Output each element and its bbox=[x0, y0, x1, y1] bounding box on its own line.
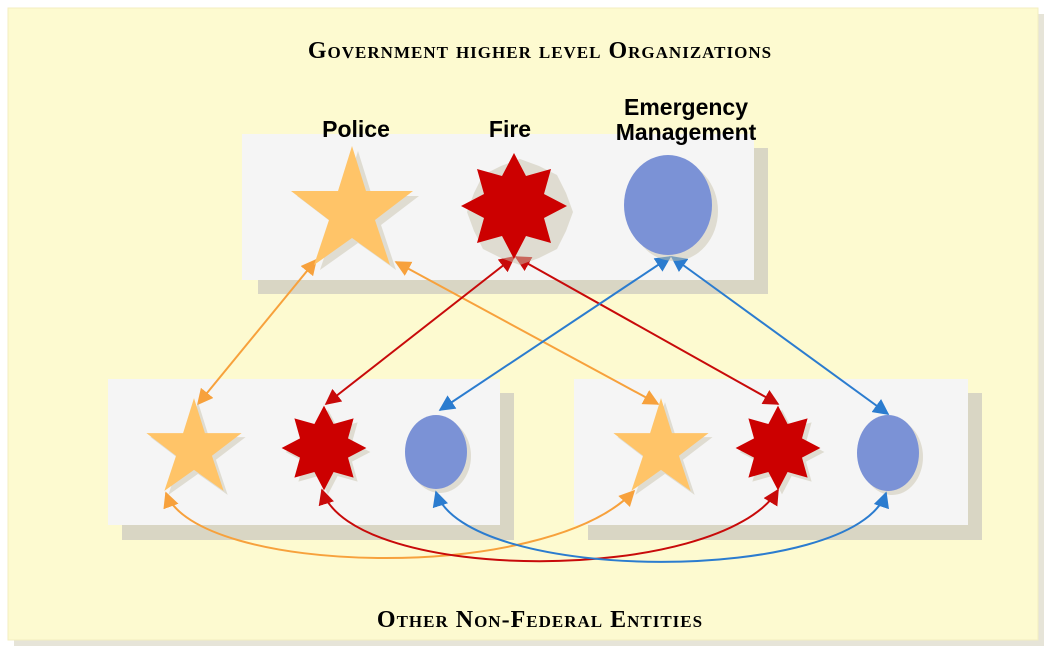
fire-curve-connector bbox=[318, 488, 779, 563]
diagram-background bbox=[7, 7, 1039, 641]
police-to-left-police-connector bbox=[196, 258, 318, 406]
emergency-label-line2: Management bbox=[616, 119, 757, 145]
right-fire-star-icon bbox=[735, 405, 825, 495]
emergency-to-right-emergency-connector bbox=[670, 256, 890, 415]
police-star-icon bbox=[291, 146, 419, 270]
emergency-to-left-emergency-connector bbox=[438, 256, 672, 411]
police-label: Police bbox=[322, 116, 390, 142]
fire-label: Fire bbox=[489, 116, 531, 142]
left-fire-star-icon bbox=[281, 405, 371, 495]
right-emergency-oval-icon bbox=[857, 415, 923, 495]
left-emergency-oval-icon bbox=[405, 415, 471, 493]
bottom-curved-connectors bbox=[163, 488, 889, 563]
right-police-star-icon bbox=[613, 398, 713, 495]
emergency-label-line1: Emergency bbox=[624, 94, 748, 120]
police-curve-connector bbox=[163, 489, 636, 559]
emergency-oval-icon bbox=[624, 155, 718, 261]
bottom-title: Other Non-Federal Entities bbox=[377, 607, 703, 633]
fire-star-icon bbox=[461, 153, 573, 265]
emergency-connectors bbox=[438, 256, 890, 415]
top-title: Government higher level Organizations bbox=[308, 38, 772, 64]
emergency-curve-connector bbox=[432, 490, 889, 563]
left-police-star-icon bbox=[146, 398, 246, 495]
